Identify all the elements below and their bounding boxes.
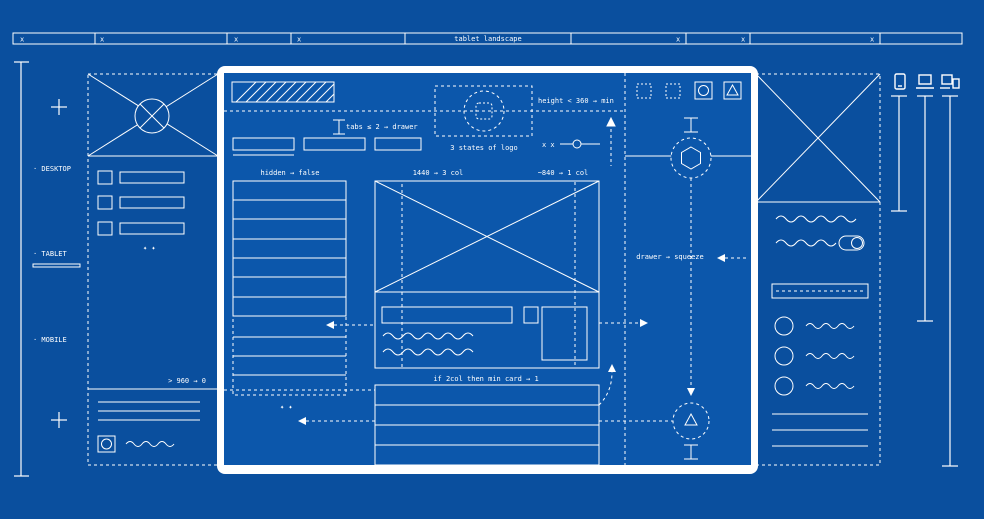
- xx-label: x x: [542, 141, 555, 149]
- arrow-heads: [298, 254, 725, 425]
- drawer-squeeze-label: drawer → squeeze: [636, 253, 703, 261]
- ruler-mark: x: [741, 36, 745, 44]
- height-rule-label: height < 360 → min: [538, 97, 614, 105]
- ruler-mark: x: [870, 36, 874, 44]
- card-rule-label: if 2col then min card → 1: [433, 375, 538, 383]
- desktop-wireframe: [87, 73, 219, 466]
- phone-icon: [894, 73, 906, 90]
- tabs-rule-label: tabs ≤ 2 → drawer: [346, 123, 418, 131]
- ruler-mark: x: [20, 36, 24, 44]
- ruler-mark: x: [297, 36, 301, 44]
- ruler-mark: x: [676, 36, 680, 44]
- plus-icon: [51, 412, 67, 428]
- laptop-icon: [916, 74, 934, 89]
- col-1-label: ~840 → 1 col: [538, 169, 589, 177]
- tablet-underline: [32, 263, 81, 268]
- gt-960-label: > 960 → 0: [168, 377, 206, 385]
- tablet-screen: [224, 73, 751, 465]
- right-rulers: [891, 95, 958, 467]
- col-3-label: 1440 → 3 col: [413, 169, 464, 177]
- tablet-header: [224, 73, 626, 465]
- ruler-mark: x: [234, 36, 238, 44]
- left-ruler: [14, 61, 29, 477]
- ruler-mark: x: [100, 36, 104, 44]
- drawer-panel: [625, 81, 751, 460]
- mobile-wireframe: [755, 73, 881, 466]
- ruler-title: tablet landscape: [454, 35, 521, 43]
- hidden-false-label: hidden → false: [260, 169, 319, 177]
- devices-icon: [940, 74, 960, 89]
- top-ruler: [12, 32, 963, 45]
- dots-label: ✦ ✦: [143, 244, 156, 252]
- center-card: [374, 180, 600, 466]
- logo-states-label: 3 states of logo: [450, 144, 517, 152]
- plus-icon: [51, 99, 67, 115]
- flow-arrows: [306, 178, 748, 422]
- device-desktop-label: · DESKTOP: [33, 165, 71, 173]
- device-mobile-label: · MOBILE: [33, 336, 67, 344]
- list-column: [224, 180, 375, 396]
- dots-label: ✦ ✦: [280, 403, 293, 411]
- device-tablet-label: · TABLET: [33, 250, 68, 258]
